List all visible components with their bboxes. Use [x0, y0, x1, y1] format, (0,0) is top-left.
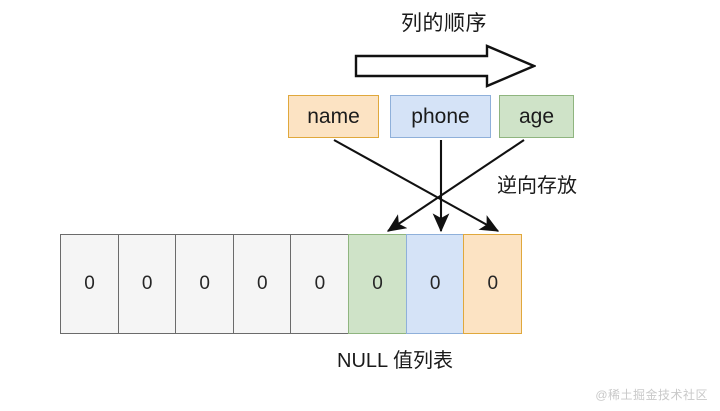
bitmap-cell[interactable]: 0	[232, 234, 292, 334]
bitmap-cell[interactable]: 0	[290, 234, 350, 334]
column-box-name-label: name	[307, 104, 360, 128]
bitmap-cell-value: 0	[199, 273, 210, 294]
block-right-arrow-icon	[354, 44, 538, 88]
bitmap-cell-age[interactable]: 0	[348, 234, 408, 334]
bitmap-cell-value: 0	[372, 273, 383, 294]
bitmap-cell-value: 0	[487, 273, 499, 294]
bitmap-cell-value: 0	[141, 273, 153, 294]
watermark: @稀土掘金技术社区	[595, 388, 708, 402]
bitmap-cell-value: 0	[314, 273, 326, 294]
column-box-phone-label: phone	[411, 104, 470, 128]
bitmap-cell-name[interactable]: 0	[463, 234, 523, 334]
arrow-name-to-orange-cell	[333, 139, 500, 232]
reverse-storage-label: 逆向存放	[497, 175, 577, 197]
column-order-title: 列的顺序	[401, 12, 487, 35]
bitmap-cell[interactable]: 0	[117, 234, 177, 334]
column-box-name[interactable]: name	[288, 95, 379, 138]
bitmap-cell-value: 0	[429, 273, 441, 294]
column-box-age[interactable]: age	[499, 95, 574, 138]
null-value-list-caption: NULL 值列表	[337, 350, 453, 372]
column-box-age-label: age	[518, 104, 555, 128]
bitmap-cell-phone[interactable]: 0	[405, 234, 465, 334]
bitmap-cell-value: 0	[257, 273, 268, 294]
bitmap-cell[interactable]: 0	[60, 234, 119, 334]
bitmap-cell-value: 0	[84, 273, 95, 294]
bitmap-cell[interactable]: 0	[175, 234, 235, 334]
column-box-phone[interactable]: phone	[390, 95, 491, 138]
null-bitmap-row: 0 0 0 0 0 0 0 0	[60, 234, 523, 334]
